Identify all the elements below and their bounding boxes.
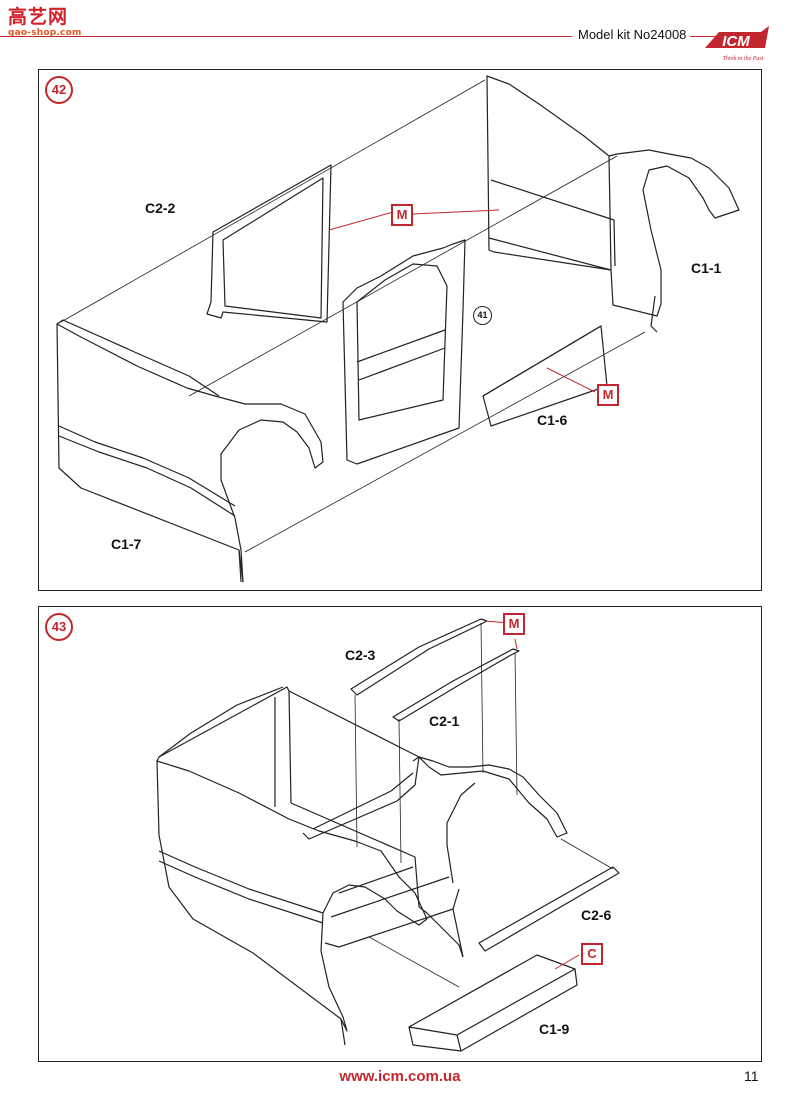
partition-41 [342,239,466,465]
step-42-panel: 42 41 M M C2-2 C1-1 C1-6 C1-7 [38,69,762,591]
rail-c2-6 [478,866,620,952]
label-c2-6: C2-6 [581,907,612,923]
step-43-panel: 43 M C C2-3 C2-1 C2-6 C1-9 [38,606,762,1062]
cab-rear-floor [290,802,420,908]
panel-c2-2 [206,164,332,323]
label-c2-1: C2-1 [429,713,460,729]
step-43-drawing [156,618,620,1052]
arrow-3 [244,331,646,553]
arrow-2 [188,155,618,397]
label-c2-2: C2-2 [145,200,176,216]
kit-title: Model kit No24008 [578,27,687,42]
logo-text: ICM [722,33,750,50]
arrow-c2-3 [354,694,358,848]
mark-m-paint: M [503,613,525,635]
icm-logo: ICM Think in the Past [705,26,769,62]
header-rule [0,36,572,37]
header-rule-right [690,36,720,37]
mark-m-paint: M [391,204,413,226]
watermark-url: gao-shop.com [8,28,82,38]
label-c2-3: C2-3 [345,647,376,663]
leader-m-top-left [328,211,394,231]
arrow-c2-3-b [398,718,402,864]
leader-c [554,954,580,970]
step-42-drawing [56,75,740,583]
floor-board [324,888,460,948]
logo-slogan: Think in the Past [723,56,764,62]
rear-side [418,756,568,838]
panel-c1-7 [56,323,324,583]
cab-body [156,760,428,1032]
partition [302,756,420,840]
leader-m-top-right [412,209,500,215]
arrow-1 [60,79,486,323]
arrow-c2-1-b [514,652,518,796]
step-43-badge: 43 [45,613,73,641]
cab-roof-edge [156,686,420,762]
page-number: 11 [744,1068,759,1084]
arrow-c1-9 [368,936,460,988]
block-c1-9 [408,954,578,1052]
watermark: 高艺网 gao-shop.com [8,6,82,38]
watermark-title: 高艺网 [8,6,69,28]
label-c1-1: C1-1 [691,260,722,276]
label-c1-9: C1-9 [539,1021,570,1037]
panel-c1-1 [486,75,740,317]
strip-c2-3 [350,618,488,696]
panel-c1-1-floorlip [488,237,612,271]
mark-m-paint-board: M [597,384,619,406]
leader-m-2 [514,638,518,650]
step-42-badge: 42 [45,76,73,104]
label-c1-7: C1-7 [111,536,142,552]
ref-41-callout: 41 [473,306,492,325]
partition-41-opening [356,263,448,421]
footer-url: www.icm.com.ua [339,1068,461,1085]
arrow-c2-6 [560,838,614,870]
label-c1-6: C1-6 [537,412,568,428]
panel-c1-7-rail [56,319,220,397]
arrow-c2-1 [480,622,484,774]
panel-c1-1-inner [490,179,616,267]
panel-c2-2-window [222,177,324,319]
leader-m-right [546,367,596,393]
mark-c-paint: C [581,943,603,965]
